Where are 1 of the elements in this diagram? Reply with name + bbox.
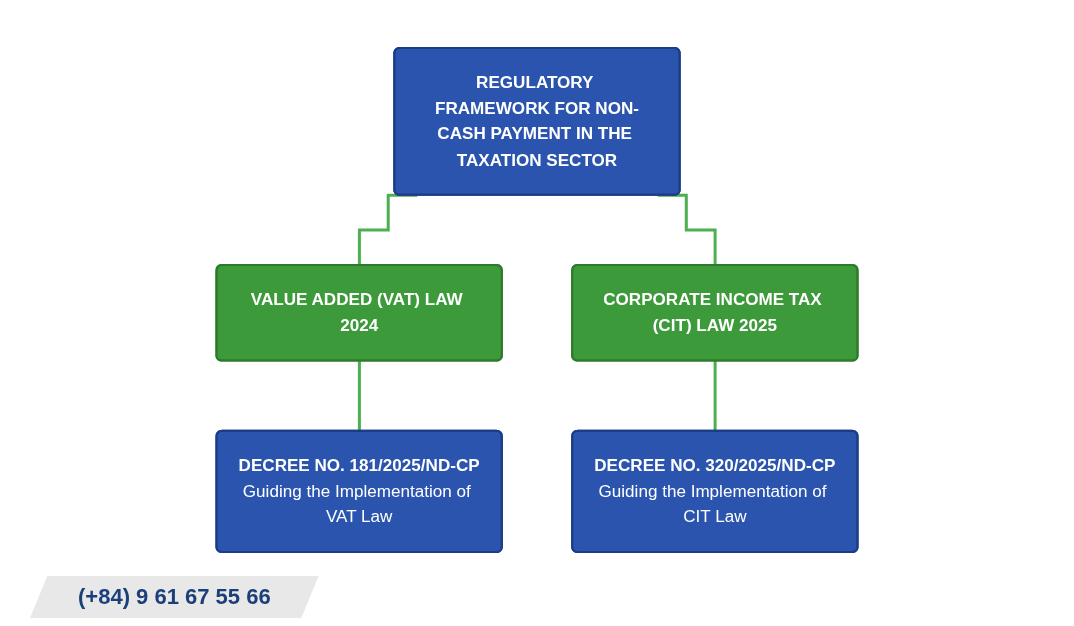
- phone-number: (+84) 9 61 67 55 66: [30, 576, 319, 618]
